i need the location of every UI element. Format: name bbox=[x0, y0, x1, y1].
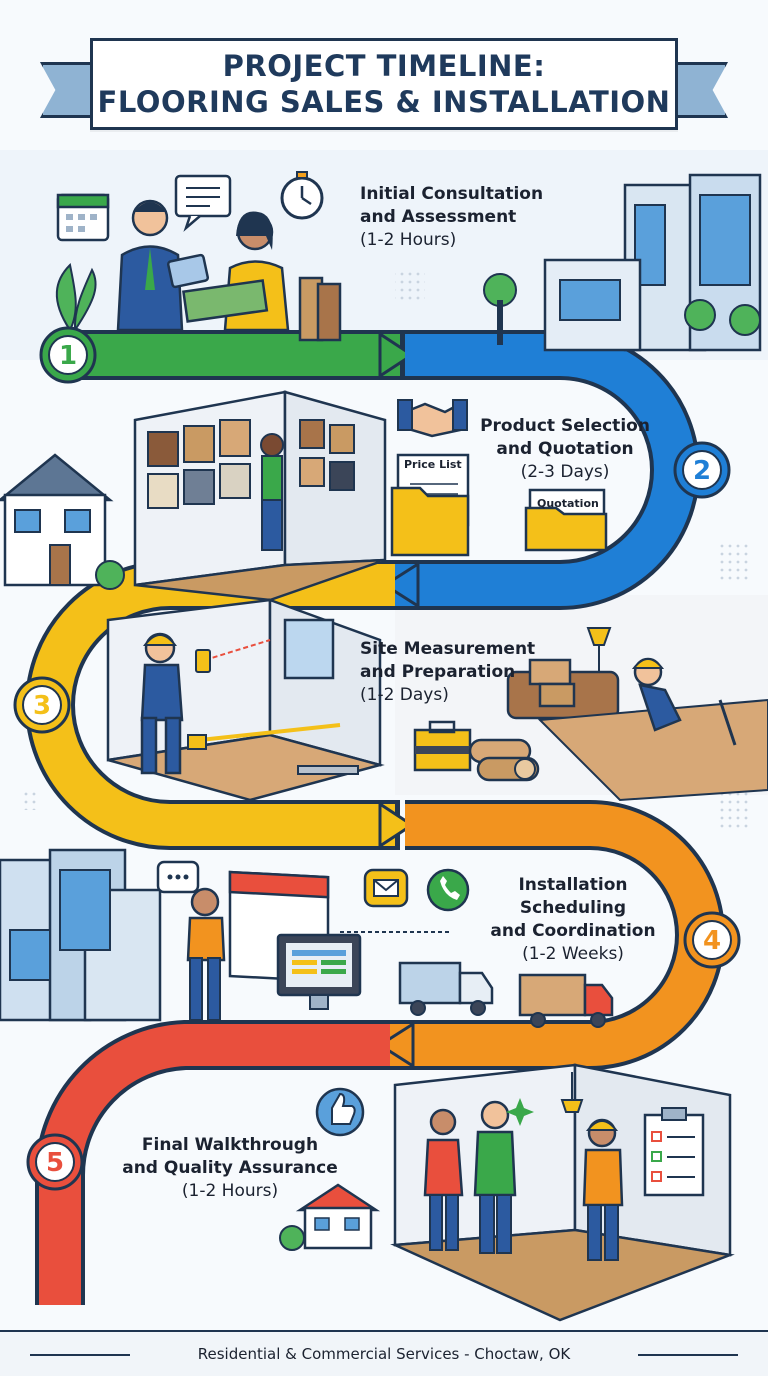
step-2-badge-number: 2 bbox=[693, 456, 711, 486]
price-list-label: Price List bbox=[404, 458, 462, 471]
worker-kneeling bbox=[631, 657, 737, 746]
step-5-title-line-2: and Quality Assurance bbox=[122, 1158, 338, 1178]
step-3-duration: (1-2 Days) bbox=[360, 685, 449, 705]
step-3-badge-number: 3 bbox=[33, 691, 51, 721]
step-4-duration: (1-2 Weeks) bbox=[522, 944, 624, 964]
step-3-badge-core bbox=[22, 685, 62, 725]
sparkle-icon bbox=[506, 1098, 534, 1126]
step-5-badge-number: 5 bbox=[46, 1148, 64, 1178]
step-2-badge-core bbox=[682, 450, 722, 490]
scheduler-person bbox=[186, 887, 226, 1021]
step-5-badge-core bbox=[35, 1142, 75, 1182]
toolbox-icon bbox=[413, 720, 472, 772]
quotation-folder-icon bbox=[524, 488, 608, 552]
flooring-rolls bbox=[468, 738, 540, 782]
footer-text: Residential & Commercial Services - Choc… bbox=[197, 1345, 571, 1363]
worker-measuring bbox=[140, 632, 211, 775]
step-4-title-line-3: and Coordination bbox=[490, 921, 656, 941]
step-4-badge: 4 bbox=[683, 911, 741, 969]
phone-icon bbox=[426, 868, 470, 912]
step-1-title-line-2: and Assessment bbox=[360, 207, 517, 227]
office-tower bbox=[0, 848, 162, 1022]
computer-monitor-icon bbox=[276, 933, 362, 1010]
plant-illustration bbox=[55, 262, 97, 334]
step-1-text: Initial Consultation and Assessment (1-2… bbox=[360, 183, 543, 252]
step-2-title-line-1: Product Selection bbox=[480, 416, 650, 436]
client-woman bbox=[182, 211, 342, 342]
consultant-man bbox=[116, 199, 210, 332]
calendar-icon bbox=[56, 193, 110, 242]
step-3-badge: 3 bbox=[13, 676, 71, 734]
step-2-badge: 2 bbox=[673, 441, 731, 499]
stopwatch-icon bbox=[280, 171, 324, 220]
step-1-badge-number: 1 bbox=[59, 341, 77, 371]
house-illustration bbox=[0, 453, 125, 590]
step-5-text: Final Walkthrough and Quality Assurance … bbox=[110, 1134, 350, 1203]
delivery-truck-1 bbox=[398, 961, 494, 1016]
step-3-title-line-1: Site Measurement bbox=[360, 639, 536, 659]
dots-decoration bbox=[20, 790, 40, 810]
thumbs-up-icon bbox=[315, 1087, 365, 1137]
contractor-inspector bbox=[582, 1118, 624, 1261]
step-2-duration: (2-3 Days) bbox=[520, 462, 610, 482]
dots-decoration bbox=[720, 540, 752, 580]
step-5-duration: (1-2 Hours) bbox=[181, 1181, 279, 1201]
step-4-text: Installation Scheduling and Coordination… bbox=[478, 874, 668, 966]
dots-decoration bbox=[720, 790, 752, 830]
showroom-room bbox=[133, 390, 387, 602]
step-1-duration: (1-2 Hours) bbox=[360, 230, 457, 250]
small-house-icon bbox=[279, 1183, 381, 1251]
office-buildings bbox=[483, 173, 762, 352]
price-list-folder-icon bbox=[390, 453, 470, 557]
dots-decoration bbox=[395, 270, 425, 300]
footer-rule-right bbox=[638, 1354, 738, 1356]
checklist-clipboard-icon bbox=[643, 1107, 705, 1197]
chat-dots-icon bbox=[156, 860, 200, 894]
title-banner: PROJECT TIMELINE: FLOORING SALES & INSTA… bbox=[90, 38, 678, 130]
wood-floor-area bbox=[537, 698, 768, 802]
step-1-title-line-1: Initial Consultation bbox=[360, 184, 544, 204]
step-1-badge: 1 bbox=[39, 326, 97, 384]
step-4-badge-core bbox=[692, 920, 732, 960]
step-5-badge: 5 bbox=[26, 1133, 84, 1191]
title-line-1: PROJECT TIMELINE: bbox=[222, 49, 546, 83]
footer-bar: Residential & Commercial Services - Choc… bbox=[0, 1330, 768, 1376]
step-1-badge-core bbox=[48, 335, 88, 375]
sofa-illustration bbox=[506, 658, 620, 720]
path-segment-1 bbox=[60, 330, 415, 380]
step-4-title-line-2: Scheduling bbox=[519, 898, 627, 918]
step-2-title-line-2: and Quotation bbox=[496, 439, 634, 459]
lamp-illustration bbox=[586, 627, 612, 690]
title-line-2: FLOORING SALES & INSTALLATION bbox=[97, 85, 671, 119]
step-3-text: Site Measurement and Preparation (1-2 Da… bbox=[360, 638, 535, 707]
step-3-title-line-2: and Preparation bbox=[360, 662, 516, 682]
quotation-label: Quotation bbox=[537, 497, 599, 510]
handshake-icon bbox=[397, 399, 468, 438]
clients-couple bbox=[423, 1100, 517, 1254]
step-2-text: Product Selection and Quotation (2-3 Day… bbox=[470, 415, 660, 484]
footer-rule-left bbox=[30, 1354, 130, 1356]
step-4-title-line-1: Installation bbox=[518, 875, 628, 895]
email-icon bbox=[363, 868, 409, 908]
step-4-badge-number: 4 bbox=[703, 926, 721, 956]
step-5-title-line-1: Final Walkthrough bbox=[141, 1135, 319, 1155]
delivery-truck-2 bbox=[518, 973, 614, 1028]
speech-bubble-icon bbox=[174, 174, 232, 232]
